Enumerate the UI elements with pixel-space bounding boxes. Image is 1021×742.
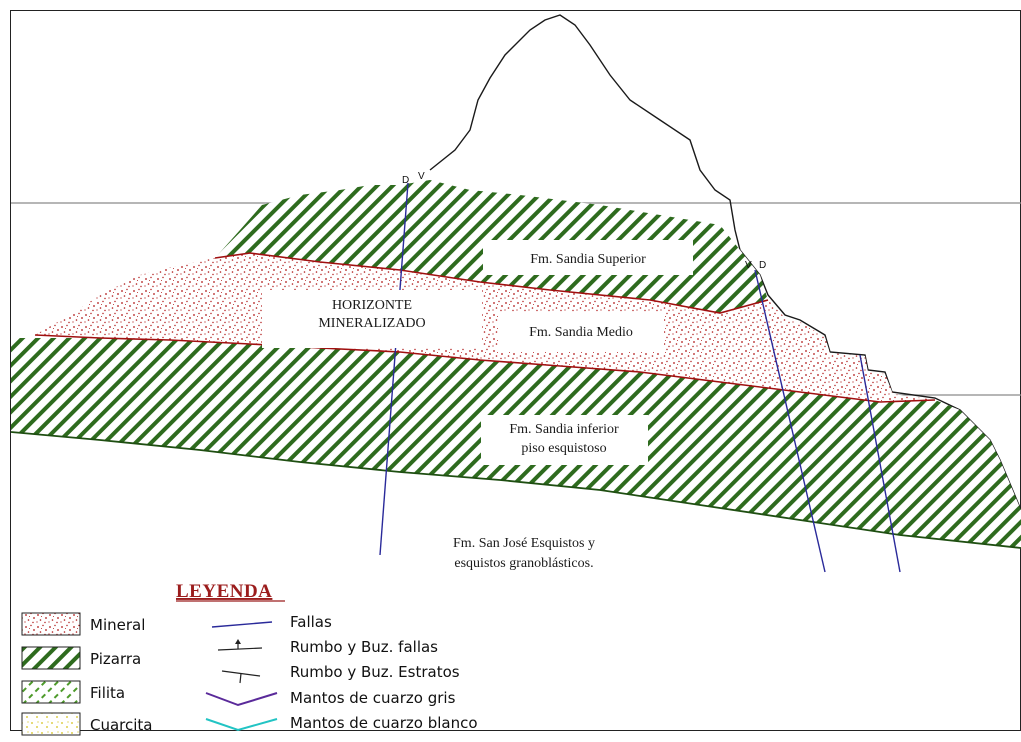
base-contact-line	[10, 431, 1021, 549]
fault-line-icon	[211, 621, 273, 628]
svg-text:Fm. Sandia Medio: Fm. Sandia Medio	[529, 325, 633, 340]
gray-quartz-icon	[205, 692, 278, 707]
svg-text:piso esquistoso: piso esquistoso	[521, 441, 606, 456]
white-quartz-icon	[205, 718, 278, 732]
legend-cuarcita-label: Cuarcita	[90, 716, 153, 734]
fault-marker-left-v: V	[418, 171, 425, 182]
label-sandia-medio: Fm. Sandia Medio	[498, 312, 664, 352]
svg-text:MINERALIZADO: MINERALIZADO	[318, 316, 425, 331]
svg-text:esquistos granoblásticos.: esquistos granoblásticos.	[454, 556, 593, 571]
fault-dip-icon	[217, 639, 263, 651]
upper-contact-line	[214, 252, 769, 314]
strata-dip-icon	[221, 670, 261, 684]
fault-marker-right-d: D	[759, 260, 766, 271]
legend-pizarra-label: Pizarra	[90, 650, 141, 668]
filita-swatch	[21, 680, 81, 704]
legend-fallas-label: Fallas	[290, 613, 332, 631]
legend-title: LEYENDA	[176, 581, 272, 602]
legend-cuarzo-gris-label: Mantos de cuarzo gris	[290, 689, 456, 707]
label-sandia-inferior: Fm. Sandia inferior piso esquistoso	[481, 415, 648, 465]
label-horizonte-mineralizado: HORIZONTE MINERALIZADO	[262, 290, 482, 348]
lower-contact-line	[34, 334, 936, 403]
fault-line-center	[754, 269, 826, 573]
legend-rumbo-fallas-label: Rumbo y Buz. fallas	[290, 638, 438, 656]
svg-text:HORIZONTE: HORIZONTE	[332, 298, 412, 313]
topographic-profile	[429, 14, 1021, 511]
legend-mineral-label: Mineral	[90, 616, 145, 634]
mineralized-horizon-unit	[35, 253, 935, 402]
legend-filita-label: Filita	[90, 684, 125, 702]
svg-text:Fm. San José Esquistos y: Fm. San José Esquistos y	[453, 536, 595, 551]
cuarcita-swatch	[21, 712, 81, 736]
legend-rumbo-estratos-label: Rumbo y Buz. Estratos	[290, 663, 460, 681]
legend-cuarzo-blanco-label: Mantos de cuarzo blanco	[290, 714, 478, 732]
fault-marker-right-v: V	[745, 260, 752, 271]
mineral-swatch	[21, 612, 81, 636]
label-san-jose: Fm. San José Esquistos y esquistos grano…	[453, 536, 595, 571]
svg-text:Fm. Sandia Superior: Fm. Sandia Superior	[530, 252, 646, 267]
legend: LEYENDA Mineral Pizarra Filita Cuarcita …	[21, 581, 478, 736]
fault-line-right	[859, 354, 901, 573]
label-sandia-superior: Fm. Sandia Superior	[483, 240, 693, 275]
pizarra-swatch	[21, 646, 81, 670]
fault-marker-left-d: D	[402, 175, 409, 186]
svg-text:Fm. Sandia inferior: Fm. Sandia inferior	[509, 422, 619, 437]
fault-line-left	[379, 182, 409, 556]
